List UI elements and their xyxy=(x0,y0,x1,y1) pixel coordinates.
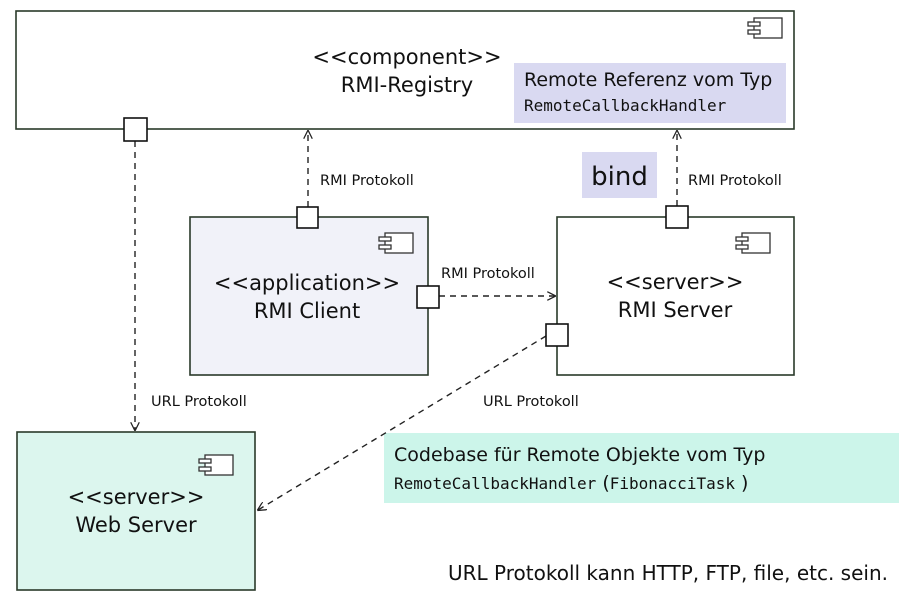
bind-label: bind xyxy=(591,162,648,192)
uml-component-icon xyxy=(747,17,783,39)
codebase-task-name: FibonacciTask xyxy=(610,474,736,493)
codebase-class-name: RemoteCallbackHandler xyxy=(394,474,597,493)
server-web-label: URL Protokoll xyxy=(483,394,579,410)
codebase-line2: RemoteCallbackHandler (FibonacciTask ) xyxy=(394,472,748,494)
codebase-note: Codebase für Remote Objekte vom Typ Remo… xyxy=(384,433,899,503)
codebase-paren-close: ) xyxy=(735,472,748,494)
client-right-port xyxy=(416,285,440,309)
server-left-port xyxy=(545,323,569,347)
registry-web-label: URL Protokoll xyxy=(151,394,247,410)
client-stereotype: <<application>> xyxy=(214,271,400,295)
registry-stereotype: <<component>> xyxy=(312,45,501,69)
webserver-stereotype: <<server>> xyxy=(68,485,205,509)
registry-name: RMI-Registry xyxy=(341,73,473,97)
uml-component-icon xyxy=(378,232,414,254)
uml-component-icon xyxy=(198,454,234,476)
codebase-line1: Codebase für Remote Objekte vom Typ xyxy=(394,444,765,466)
bind-note: bind xyxy=(582,152,657,198)
client-name: RMI Client xyxy=(254,299,360,323)
client-server-label: RMI Protokoll xyxy=(441,266,535,282)
server-name: RMI Server xyxy=(618,298,733,322)
server-registry-label: RMI Protokoll xyxy=(688,173,782,189)
registry-port xyxy=(123,117,148,142)
remote-ref-line2: RemoteCallbackHandler xyxy=(524,96,727,115)
uml-component-icon xyxy=(735,232,771,254)
server-top-port xyxy=(665,205,689,229)
web-server-component: <<server>> Web Server xyxy=(16,431,256,591)
codebase-paren-open: ( xyxy=(596,472,609,494)
remote-reference-note: Remote Referenz vom Typ RemoteCallbackHa… xyxy=(514,63,786,123)
footer-note: URL Protokoll kann HTTP, FTP, file, etc.… xyxy=(448,561,888,585)
remote-ref-line1: Remote Referenz vom Typ xyxy=(524,69,772,91)
rmi-server-component: <<server>> RMI Server xyxy=(556,216,795,376)
client-registry-label: RMI Protokoll xyxy=(320,173,414,189)
server-stereotype: <<server>> xyxy=(607,270,744,294)
client-top-port xyxy=(296,206,319,229)
server-web-dependency xyxy=(258,335,547,510)
webserver-name: Web Server xyxy=(75,513,197,537)
rmi-client-component: <<application>> RMI Client xyxy=(189,216,429,376)
